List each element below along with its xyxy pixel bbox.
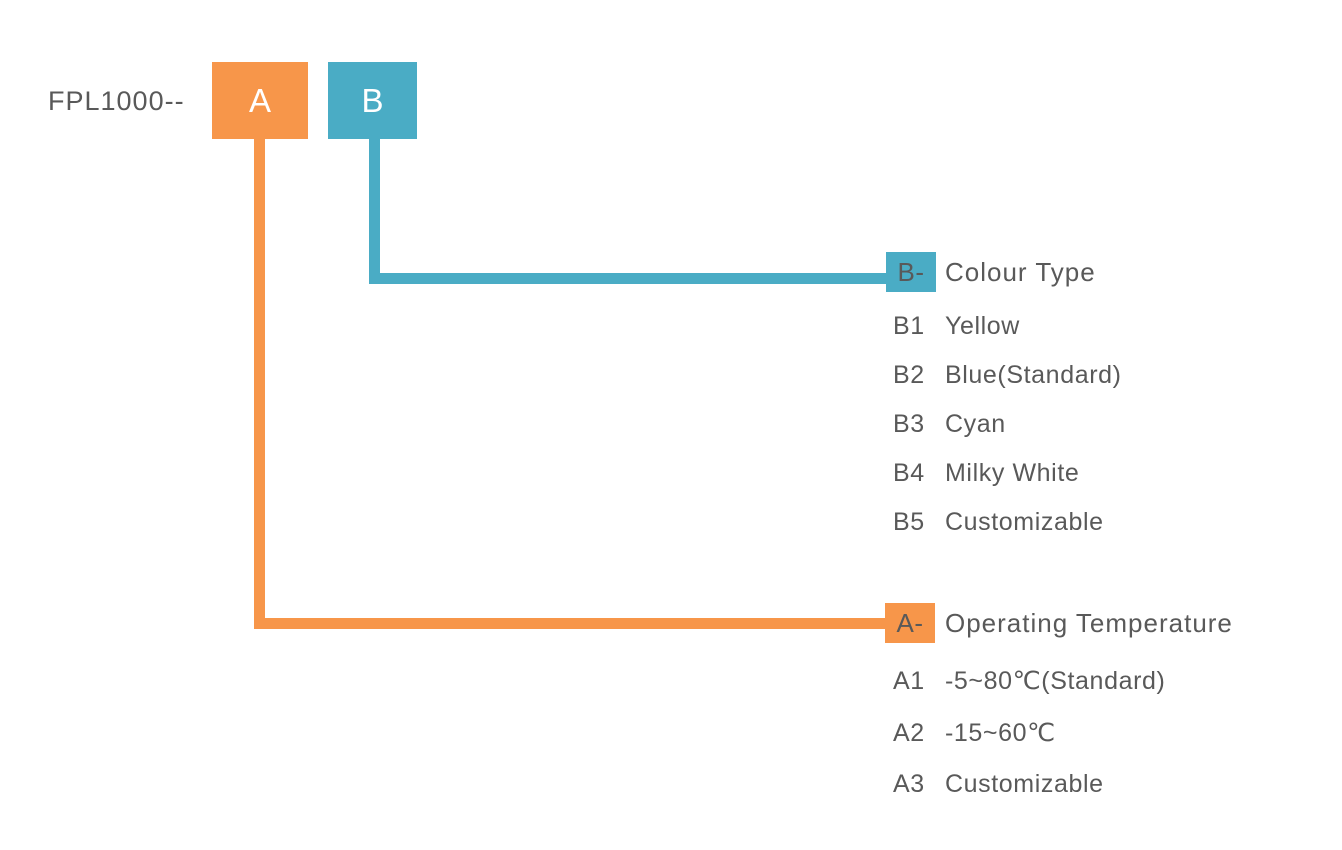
legend-a-item: A2 -15~60℃ xyxy=(893,717,1056,749)
code-box-b-letter: B xyxy=(361,81,384,119)
item-code: B2 xyxy=(893,361,925,389)
legend-a-item: A3 Customizable xyxy=(893,768,1104,800)
legend-b-item: B4 Milky White xyxy=(893,457,1079,489)
item-label: Yellow xyxy=(945,312,1020,340)
item-label: Cyan xyxy=(945,410,1006,438)
item-label: Customizable xyxy=(945,508,1104,536)
code-box-a-letter: A xyxy=(248,81,271,119)
item-label: Customizable xyxy=(945,770,1104,798)
product-code-label: FPL1000-- xyxy=(48,86,185,116)
code-box-a: A xyxy=(212,62,308,139)
item-code: B1 xyxy=(893,312,925,340)
connector-b-vertical-line xyxy=(369,139,380,284)
item-code: A3 xyxy=(893,770,925,798)
item-label: -15~60℃ xyxy=(945,719,1056,747)
legend-b-badge: B- xyxy=(886,252,936,292)
connector-a-horizontal-line xyxy=(254,618,886,629)
item-code: A1 xyxy=(893,667,925,695)
connector-a-vertical-line xyxy=(254,139,265,629)
item-code: B3 xyxy=(893,410,925,438)
legend-b-item: B1 Yellow xyxy=(893,310,1020,342)
legend-b-title: Colour Type xyxy=(945,257,1096,287)
code-box-b: B xyxy=(328,62,417,139)
connector-b-horizontal-line xyxy=(369,273,886,284)
legend-a-item: A1 -5~80℃(Standard) xyxy=(893,665,1165,697)
legend-b-item: B2 Blue(Standard) xyxy=(893,359,1122,391)
legend-a-title: Operating Temperature xyxy=(945,608,1233,638)
legend-b-item: B5 Customizable xyxy=(893,506,1104,538)
legend-b-item: B3 Cyan xyxy=(893,408,1006,440)
item-code: B4 xyxy=(893,459,925,487)
item-code: B5 xyxy=(893,508,925,536)
item-label: -5~80℃(Standard) xyxy=(945,667,1166,695)
item-label: Blue(Standard) xyxy=(945,361,1122,389)
item-label: Milky White xyxy=(945,459,1080,487)
legend-a-badge: A- xyxy=(885,603,935,643)
item-code: A2 xyxy=(893,719,925,747)
